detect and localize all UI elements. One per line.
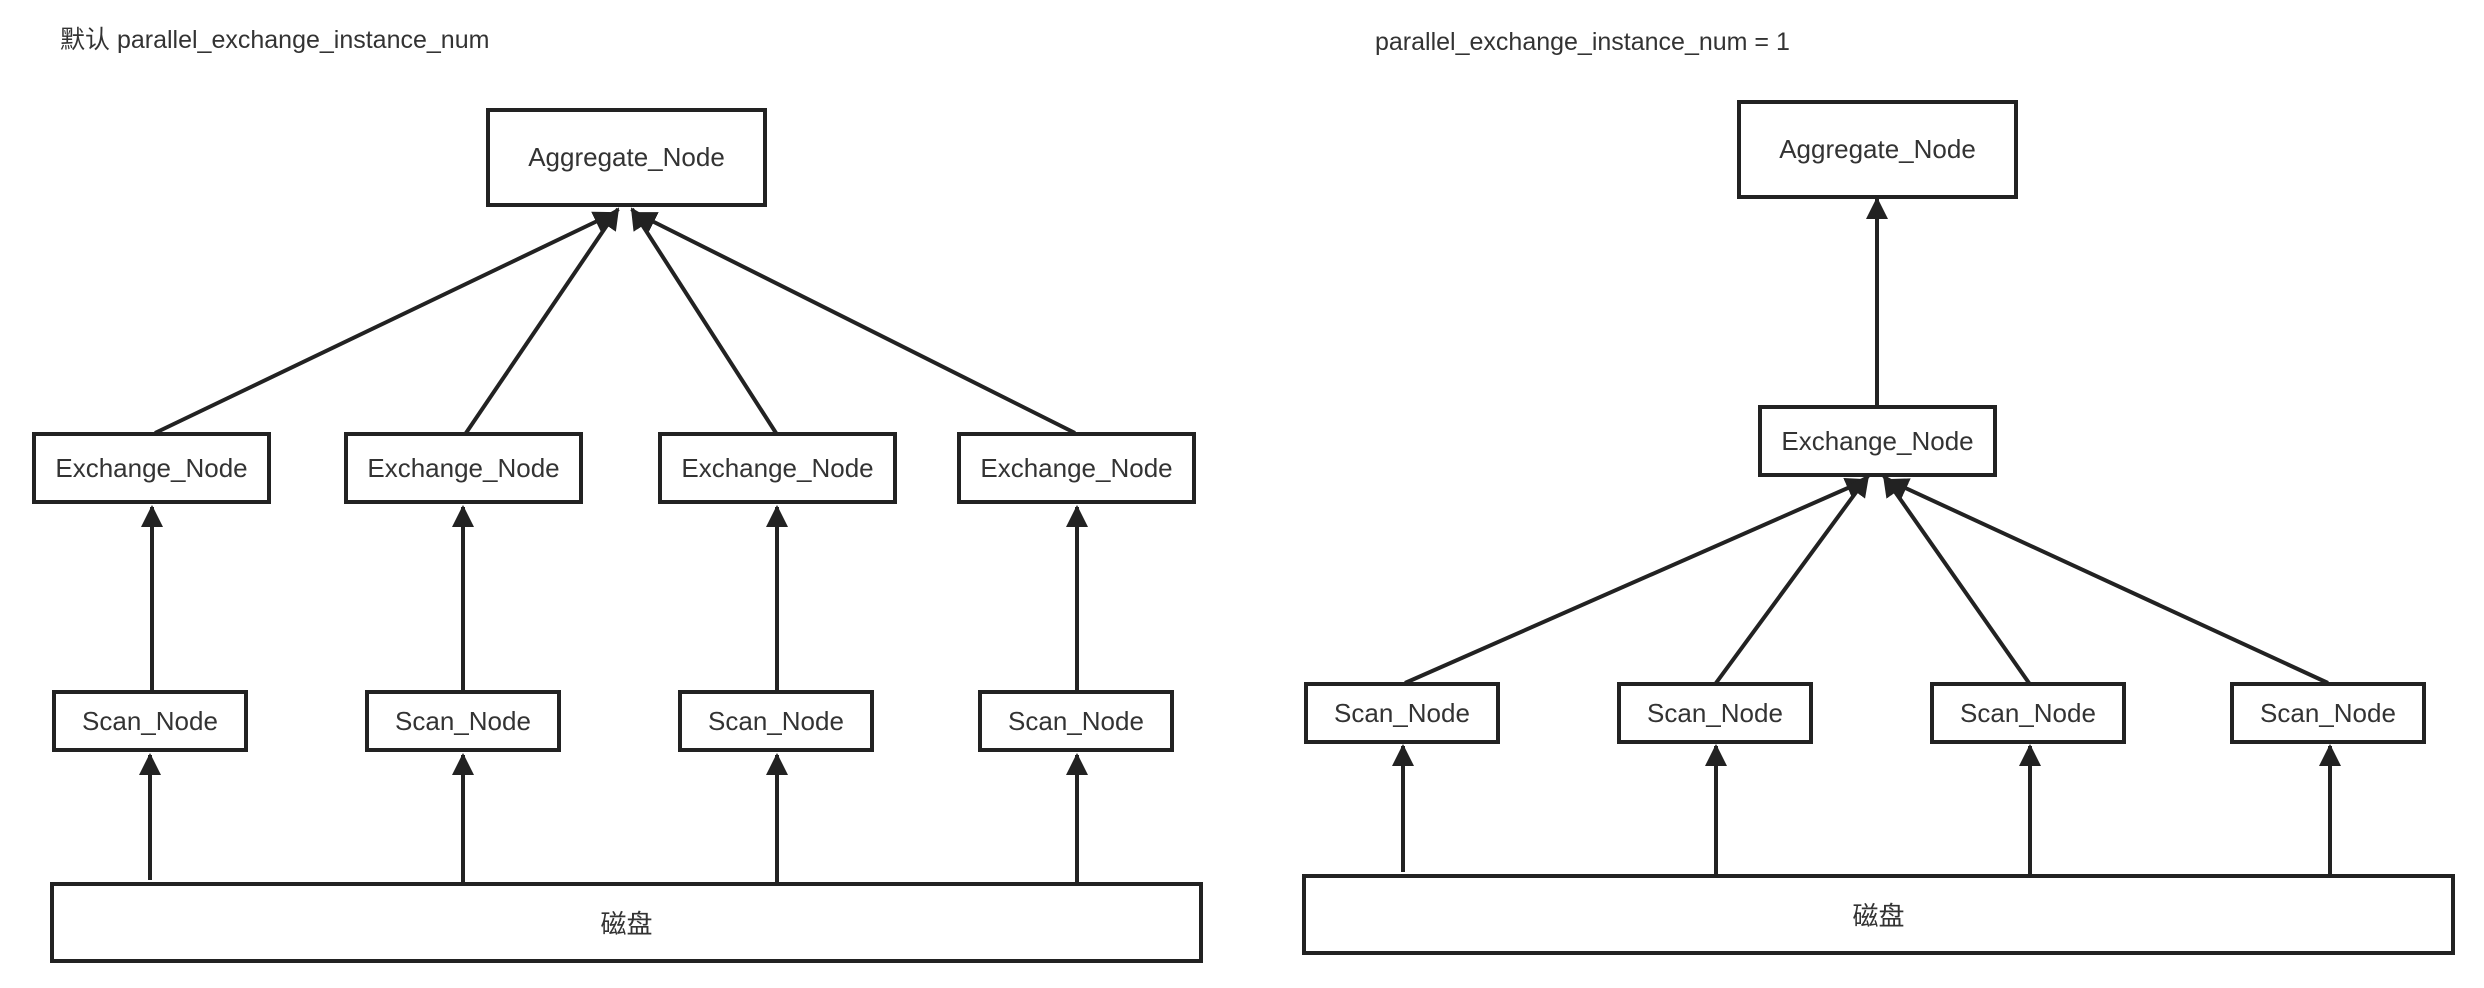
- right-disk: 磁盘: [1302, 874, 2455, 955]
- left-aggregate-node: Aggregate_Node: [486, 108, 767, 207]
- left-caption: 默认 parallel_exchange_instance_num: [60, 26, 490, 54]
- left-scan-node-4: Scan_Node: [978, 690, 1174, 752]
- right-scan-node-2: Scan_Node: [1617, 682, 1813, 744]
- arrow-exchange-4-to-aggregate: [634, 211, 1076, 435]
- left-scan-node-1: Scan_Node: [52, 690, 248, 752]
- arrow-exchange-2-to-aggregate: [464, 207, 620, 435]
- left-scan-node-3: Scan_Node: [678, 690, 874, 752]
- left-exchange-node-1: Exchange_Node: [32, 432, 271, 504]
- left-scan-node-2: Scan_Node: [365, 690, 561, 752]
- right-scan-node-3: Scan_Node: [1930, 682, 2126, 744]
- right-caption: parallel_exchange_instance_num = 1: [1375, 28, 1790, 56]
- arrow-scan-r3-to-exchange: [1882, 474, 2031, 685]
- right-scan-node-1: Scan_Node: [1304, 682, 1500, 744]
- arrow-scan-r2-to-exchange: [1714, 474, 1870, 685]
- arrow-exchange-1-to-aggregate: [154, 211, 616, 435]
- right-exchange-node: Exchange_Node: [1758, 405, 1997, 477]
- arrow-exchange-3-to-aggregate: [630, 207, 778, 435]
- left-disk: 磁盘: [50, 882, 1203, 963]
- right-aggregate-node: Aggregate_Node: [1737, 100, 2018, 199]
- right-scan-node-4: Scan_Node: [2230, 682, 2426, 744]
- arrow-scan-r4-to-exchange: [1886, 478, 2329, 685]
- left-exchange-node-2: Exchange_Node: [344, 432, 583, 504]
- arrow-scan-r1-to-exchange: [1404, 477, 1868, 685]
- left-exchange-node-4: Exchange_Node: [957, 432, 1196, 504]
- left-exchange-node-3: Exchange_Node: [658, 432, 897, 504]
